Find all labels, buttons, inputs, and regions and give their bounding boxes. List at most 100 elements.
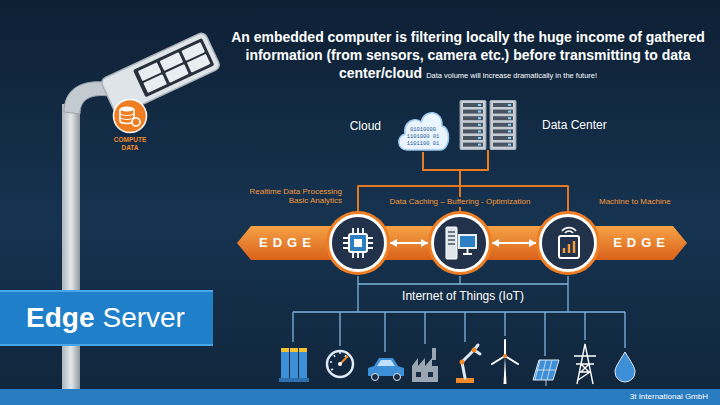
heading-block: An embedded computer is filtering locall… — [228, 28, 708, 84]
iot-icons-part — [372, 374, 379, 381]
iot-icons-part — [460, 360, 465, 365]
compute-badge-text: COMPUTE DATA — [108, 136, 152, 151]
server-racks-part — [493, 129, 513, 133]
server-racks-part — [463, 136, 483, 140]
iot-icons-part — [279, 378, 309, 382]
server-racks-part — [463, 116, 483, 120]
server-racks-part — [478, 104, 481, 106]
server-icon-part — [459, 235, 476, 248]
server-racks-part — [478, 111, 481, 113]
server-icon — [434, 217, 486, 269]
footer-bar: 3t International GmbH — [0, 389, 720, 405]
server-racks-part — [493, 103, 513, 107]
processor-icon-part — [349, 234, 367, 252]
iot-icons-part — [432, 348, 436, 360]
iot-icons-part — [615, 352, 635, 382]
data-center-node: Data Center — [458, 100, 518, 150]
edge-m2m-node-text: Machine to Machine — [599, 197, 671, 207]
server-racks-part — [493, 116, 513, 120]
iot-icons-part — [299, 352, 307, 378]
server-icon-part — [446, 227, 457, 259]
m2m-icon-part — [564, 241, 574, 253]
iot-icons-part — [281, 352, 289, 378]
server-racks-part — [508, 117, 511, 119]
footer-bar-text: 3t International GmbH — [630, 389, 708, 405]
server-racks-part — [478, 144, 481, 146]
iot-icons-part — [281, 348, 289, 352]
server-racks — [458, 100, 518, 150]
iot-icons-part — [338, 362, 342, 366]
server-racks-part — [460, 100, 486, 150]
street-lamp-part — [62, 104, 80, 405]
m2m-icon-part — [562, 228, 576, 233]
iot-icons-part — [377, 360, 395, 366]
cloud-node: Cloud010100001101000 011101100 01 — [395, 100, 451, 152]
server-racks-part — [463, 103, 483, 107]
iot-icons-part — [504, 356, 507, 384]
server-racks-part — [463, 143, 483, 147]
server-racks-part — [463, 110, 483, 114]
iot-icons-part — [472, 348, 477, 353]
compute-icon-part — [120, 113, 134, 120]
iot-icons-part — [394, 374, 401, 381]
iot-icons-part — [290, 348, 298, 352]
server-icon-part — [463, 248, 472, 254]
server-racks-part — [508, 111, 511, 113]
server-icon-part — [448, 232, 455, 244]
edge-caching-node: Data Caching – Buffering - Optimization — [431, 214, 489, 272]
street-lamp-part-part — [165, 64, 189, 83]
edge-band-text: EDGE — [259, 235, 316, 251]
iot-icons-part — [368, 358, 404, 376]
m2m-icon-part — [559, 236, 579, 258]
iot-icons-part — [503, 354, 507, 358]
server-racks-part — [478, 130, 481, 132]
edge-server-banner: EdgeServer — [0, 290, 213, 346]
iot-wires-part — [293, 276, 625, 312]
heading-note: Data volume will increase dramatically i… — [426, 71, 597, 80]
server-racks-part — [493, 143, 513, 147]
iot-icons-part — [290, 352, 298, 378]
iot-icons-part — [412, 358, 438, 382]
server-racks-part — [493, 123, 513, 127]
compute-icon-part — [132, 118, 140, 126]
server-racks-part — [478, 117, 481, 119]
server-racks-part — [493, 136, 513, 140]
server-racks-part — [508, 144, 511, 146]
cloud-shape-part — [399, 113, 449, 150]
street-lamp-part-part — [133, 38, 215, 97]
compute-icon-part — [120, 107, 134, 112]
edge-band: EDGEEDGERealtime Data Processing Basic A… — [237, 226, 687, 260]
server-racks-part — [508, 124, 511, 126]
cloud-node-text: Cloud — [350, 119, 381, 133]
server-racks-part — [478, 124, 481, 126]
server-racks-part — [490, 100, 516, 150]
iot-wires — [293, 276, 625, 356]
cloud-node-text: 01010000 — [395, 127, 451, 134]
street-lamp-part-part — [143, 74, 167, 93]
edge-server-banner-text: Edge — [26, 292, 94, 344]
edge-band-text: EDGE — [613, 235, 670, 251]
iot-label: Internet of Things (IoT) — [402, 289, 524, 303]
edge-processing-node-text: Realtime Data Processing Basic Analytics — [242, 187, 342, 205]
iot-icons — [279, 340, 635, 386]
street-lamp-part-part — [187, 54, 211, 73]
server-racks-part — [493, 110, 513, 114]
processor-icon-part — [343, 228, 373, 258]
server-racks-part — [463, 123, 483, 127]
m2m-icon — [542, 217, 594, 269]
processor-icon-part — [354, 239, 362, 247]
compute-icon — [108, 98, 152, 134]
iot-wires-part — [293, 312, 625, 356]
cloud-node-text: 1101000 01 — [395, 134, 451, 141]
iot-icons-part — [428, 372, 433, 377]
compute-icon-part — [114, 100, 147, 133]
server-racks-part — [508, 137, 511, 139]
cloud-node-text: 1101100 01 — [395, 141, 451, 148]
edge-caching-node-text: Data Caching – Buffering - Optimization — [387, 197, 534, 207]
data-center-node-text: Data Center — [542, 118, 607, 132]
iot-icons-part — [574, 344, 596, 384]
server-racks-part — [508, 104, 511, 106]
iot-icons-part — [299, 348, 307, 352]
server-racks-part — [508, 130, 511, 132]
